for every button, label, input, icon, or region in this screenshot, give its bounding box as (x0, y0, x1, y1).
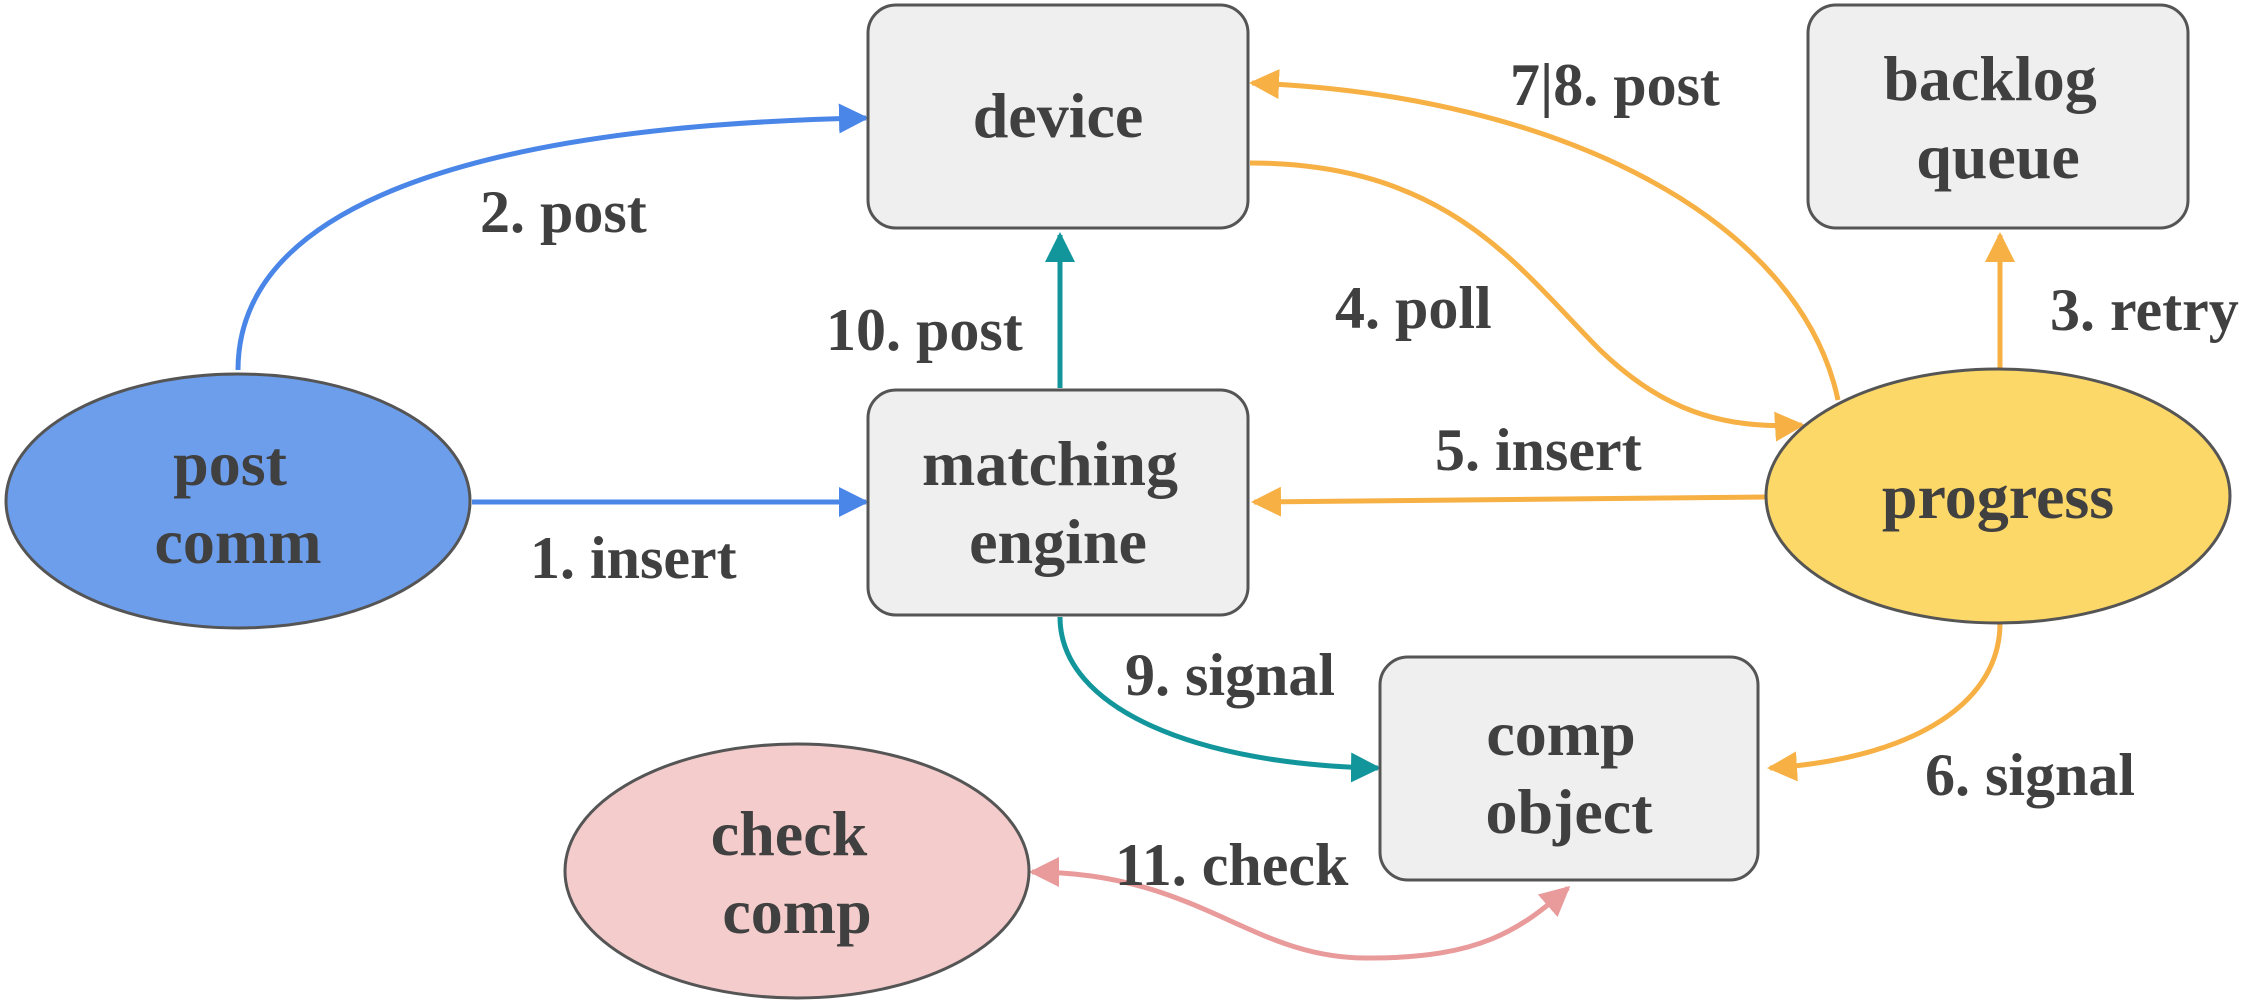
svg-text:comp object: comp object (1485, 698, 1653, 847)
edge-insert-5 (1251, 486, 1767, 517)
svg-text:post comm: post comm (154, 428, 321, 577)
edge-label-signal-9: 9. signal (1125, 642, 1335, 708)
edge-label-post-78: 7|8. post (1510, 52, 1720, 118)
edge-label-signal-6: 6. signal (1925, 742, 2135, 808)
edge-label-insert-5: 5. insert (1435, 417, 1642, 483)
node-matching-engine: matching engine (866, 388, 1250, 617)
node-progress: progress (1764, 367, 2232, 625)
edge-label-retry-3: 3. retry (2050, 277, 2239, 343)
matching-engine-label-line1: matching (922, 428, 1178, 499)
edge-label-insert-1: 1. insert (530, 525, 737, 591)
svg-text:backlog queue: backlog queue (1883, 43, 2112, 192)
backlog-queue-label-line1: backlog (1883, 43, 2096, 114)
svg-text:matching engine: matching engine (922, 428, 1194, 577)
node-comp-object: comp object (1378, 655, 1760, 882)
post-comm-label-line1: post (173, 428, 288, 499)
matching-engine-label-line2: engine (969, 506, 1147, 577)
post-comm-label-line2: comm (154, 506, 321, 577)
progress-label: progress (1882, 461, 2114, 532)
check-comp-label-line1: check (711, 798, 868, 869)
node-post-comm: post comm (4, 372, 472, 630)
edge-label-poll-4: 4. poll (1335, 275, 1492, 341)
node-device: device (866, 3, 1250, 230)
comp-object-label-line2: object (1485, 776, 1653, 847)
comp-object-label-line1: comp (1486, 698, 1635, 769)
edge-post-78 (1249, 69, 1841, 401)
edge-label-post-10: 10. post (826, 297, 1023, 363)
svg-text:progress: progress (1882, 461, 2114, 532)
backlog-queue-label-line2: queue (1916, 121, 2080, 192)
edge-signal-9 (1057, 616, 1381, 783)
device-label: device (973, 80, 1144, 151)
edge-label-check-11: 11. check (1115, 832, 1349, 898)
edge-post-2 (235, 103, 869, 371)
svg-text:device: device (973, 80, 1144, 151)
node-check-comp: check comp (563, 742, 1031, 1000)
edge-signal-6 (1767, 622, 2003, 782)
edge-check-11 (1029, 857, 1571, 961)
check-comp-label-line2: comp (722, 876, 871, 947)
svg-text:check comp: check comp (711, 798, 883, 947)
node-backlog-queue: backlog queue (1806, 3, 2190, 230)
edge-label-post-2: 2. post (480, 179, 647, 245)
edge-poll-4 (1249, 160, 1805, 442)
